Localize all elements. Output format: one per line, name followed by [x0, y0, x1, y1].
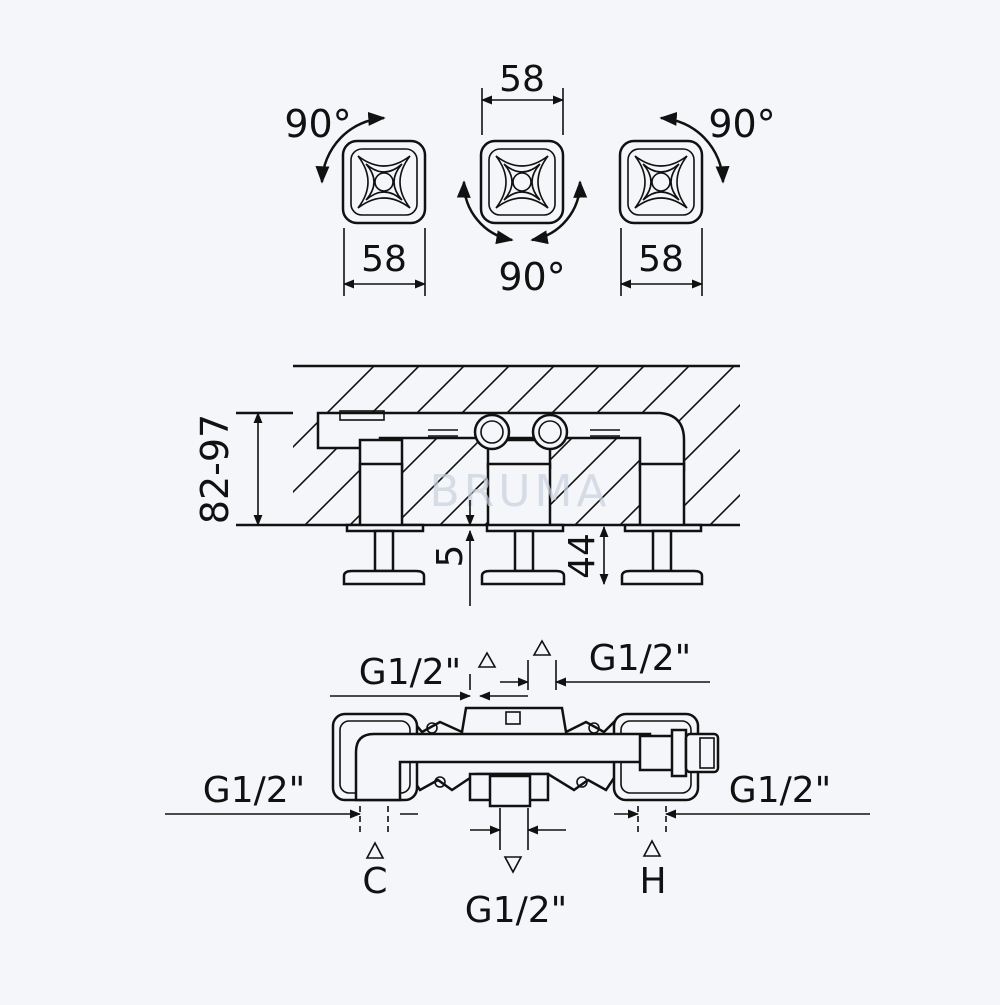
- rotation-arrow-left: [315, 111, 386, 184]
- width-label-right: 58: [638, 239, 684, 280]
- plan-view: G1/2" G1/2" G1/2" C: [165, 638, 870, 931]
- hot-port-marker: [642, 839, 662, 857]
- top-port-marker-right: [532, 639, 552, 656]
- handle-right: 90° 58: [618, 102, 776, 296]
- handle-left: 90° 58: [284, 102, 427, 296]
- valve-body: [316, 411, 686, 472]
- plate-gap-label: 5: [430, 545, 471, 568]
- top-port-marker-left: [477, 651, 497, 668]
- rotation-arrow-center-right: [530, 180, 588, 245]
- rotation-arrow-center-left: [456, 180, 514, 245]
- handle-center: 58 90°: [456, 59, 588, 299]
- hot-marker-label: H: [639, 861, 666, 902]
- watermark-text: BRUMA: [429, 466, 610, 517]
- rotation-label-left: 90°: [284, 102, 351, 146]
- top-right-port-label: G1/2": [589, 638, 691, 679]
- bottom-outlet-label: G1/2": [465, 890, 567, 931]
- rotation-arrow-right: [659, 111, 730, 184]
- rotation-label-center: 90°: [498, 255, 565, 299]
- width-label-left: 58: [361, 239, 407, 280]
- outlet-port-marker: [503, 856, 523, 874]
- handle-projection-label: 44: [562, 533, 603, 579]
- rotation-label-right: 90°: [708, 102, 775, 146]
- side-view: BRUMA 82-97 5 44: [193, 364, 740, 606]
- width-label-center: 58: [499, 59, 545, 100]
- left-inlet-label: G1/2": [203, 770, 305, 811]
- top-left-port-label: G1/2": [359, 652, 461, 693]
- cold-port-marker: [365, 841, 385, 859]
- depth-range-label: 82-97: [193, 414, 237, 524]
- cold-marker-label: C: [362, 861, 387, 902]
- right-inlet-label: G1/2": [729, 770, 831, 811]
